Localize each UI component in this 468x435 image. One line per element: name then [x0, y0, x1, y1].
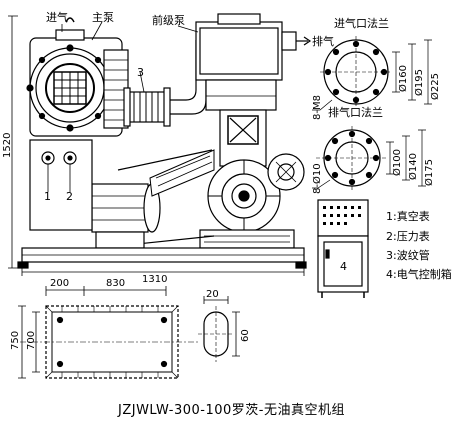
dim-750: 750	[10, 331, 21, 350]
leader-lines	[47, 21, 199, 192]
plan-dims	[18, 286, 167, 379]
legend: 1:真空表 2:压力表 3:波纹管 4:电气控制箱	[386, 209, 452, 281]
dim-height-label: 1520	[2, 133, 13, 158]
exhaust-d2: Ø140	[407, 153, 419, 180]
plan-view	[20, 305, 200, 379]
inlet-d2: Ø195	[413, 69, 425, 96]
dim-830: 830	[106, 278, 125, 289]
inlet-flange	[312, 36, 432, 111]
label-exhaust: 排气	[312, 34, 334, 48]
motor-belt	[91, 149, 215, 249]
drawing-title: JZJWLW-300-100罗茨-无油真空机组	[117, 403, 345, 418]
bellows	[123, 40, 207, 127]
exhaust-d3: Ø175	[423, 159, 435, 186]
elevation-view	[17, 13, 312, 269]
gauge-panel	[29, 139, 93, 231]
exhaust-d1: Ø100	[391, 149, 403, 176]
backing-pump	[195, 13, 312, 249]
dim-20: 20	[206, 289, 219, 300]
callout-1: 1	[44, 190, 51, 203]
dim-200: 200	[50, 278, 69, 289]
inlet-bolts: 8-M8	[312, 95, 323, 120]
dim-length-label: 1310	[142, 274, 167, 285]
label-backing-pump: 前级泵	[152, 13, 185, 27]
label-exhaust-flange: 排气口法兰	[328, 105, 383, 119]
label-inlet: 进气	[46, 10, 68, 24]
control-cabinet	[317, 199, 369, 298]
label-inlet-flange: 进气口法兰	[334, 16, 389, 30]
legend-item-2: 2:压力表	[386, 229, 430, 243]
dim-length	[21, 268, 305, 276]
dim-height	[8, 15, 18, 269]
base-rail	[17, 247, 307, 269]
dim-60: 60	[240, 329, 251, 342]
callout-2: 2	[66, 190, 73, 203]
callout-4: 4	[340, 260, 347, 273]
callout-3: 3	[137, 66, 144, 79]
slot-detail	[198, 296, 240, 362]
inlet-d3: Ø225	[429, 73, 441, 100]
legend-item-3: 3:波纹管	[386, 248, 430, 262]
legend-item-1: 1:真空表	[386, 209, 430, 223]
dim-700: 700	[26, 331, 37, 350]
exhaust-bolts: 8-Ø10	[311, 163, 323, 194]
legend-item-4: 4:电气控制箱	[386, 267, 452, 281]
exhaust-flange	[312, 126, 426, 190]
label-main-pump: 主泵	[92, 11, 114, 24]
main-pump	[26, 17, 129, 137]
inlet-d1: Ø160	[397, 65, 409, 92]
